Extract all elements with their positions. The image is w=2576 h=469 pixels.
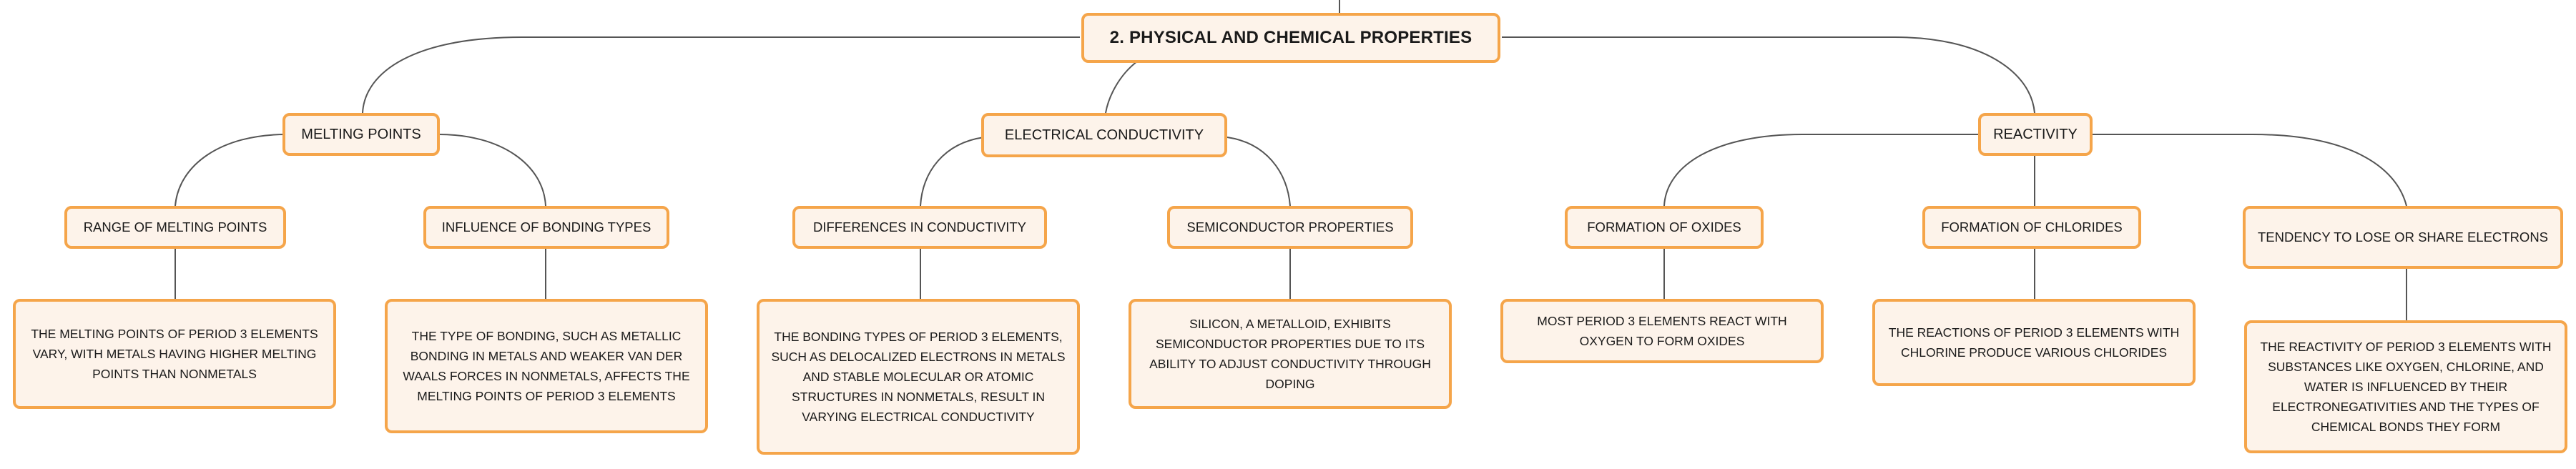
detail-semiconductor-properties[interactable]: SILICON, A METALLOID, EXHIBITS SEMICONDU… xyxy=(1129,299,1452,409)
branch-reactivity[interactable]: REACTIVITY xyxy=(1978,113,2093,156)
topic-tendency-to-lose-or-share-electrons[interactable]: TENDENCY TO LOSE OR SHARE ELECTRONS xyxy=(2243,206,2563,269)
detail-differences-in-conductivity[interactable]: THE BONDING TYPES OF PERIOD 3 ELEMENTS, … xyxy=(757,299,1080,455)
detail-tendency-to-lose-or-share-electrons[interactable]: THE REACTIVITY OF PERIOD 3 ELEMENTS WITH… xyxy=(2244,320,2567,453)
detail-formation-of-chlorides[interactable]: THE REACTIONS OF PERIOD 3 ELEMENTS WITH … xyxy=(1872,299,2196,386)
detail-influence-of-bonding-types[interactable]: THE TYPE OF BONDING, SUCH AS METALLIC BO… xyxy=(385,299,708,433)
connector-root-to-reactivity xyxy=(1502,36,2035,114)
connector-reactivity-to-tendency xyxy=(2091,134,2407,207)
connector-melting-to-range xyxy=(174,134,287,207)
branch-electrical-conductivity[interactable]: ELECTRICAL CONDUCTIVITY xyxy=(981,113,1227,157)
topic-range-of-melting-points[interactable]: RANGE OF MELTING POINTS xyxy=(64,206,286,249)
topic-semiconductor-properties[interactable]: SEMICONDUCTOR PROPERTIES xyxy=(1167,206,1413,249)
topic-formation-of-chlorides[interactable]: FORMATION OF CHLORIDES xyxy=(1922,206,2141,249)
topic-influence-of-bonding-types[interactable]: INFLUENCE OF BONDING TYPES xyxy=(423,206,669,249)
branch-melting-points[interactable]: MELTING POINTS xyxy=(282,113,440,156)
connector-root-to-electrical-conductivity xyxy=(1105,61,1138,114)
connector-electrical-to-semiconductor xyxy=(1226,137,1291,207)
connector-electrical-to-differences xyxy=(920,137,985,207)
root-node[interactable]: 2. PHYSICAL AND CHEMICAL PROPERTIES xyxy=(1081,13,1500,63)
connector-root-to-melting-points xyxy=(362,36,1080,114)
connector-reactivity-to-oxides xyxy=(1663,134,1978,207)
topic-differences-in-conductivity[interactable]: DIFFERENCES IN CONDUCTIVITY xyxy=(792,206,1047,249)
detail-range-of-melting-points[interactable]: THE MELTING POINTS OF PERIOD 3 ELEMENTS … xyxy=(13,299,336,409)
connector-melting-to-bonding xyxy=(438,134,546,207)
detail-formation-of-oxides[interactable]: MOST PERIOD 3 ELEMENTS REACT WITH OXYGEN… xyxy=(1500,299,1824,363)
topic-formation-of-oxides[interactable]: FORMATION OF OXIDES xyxy=(1565,206,1764,249)
